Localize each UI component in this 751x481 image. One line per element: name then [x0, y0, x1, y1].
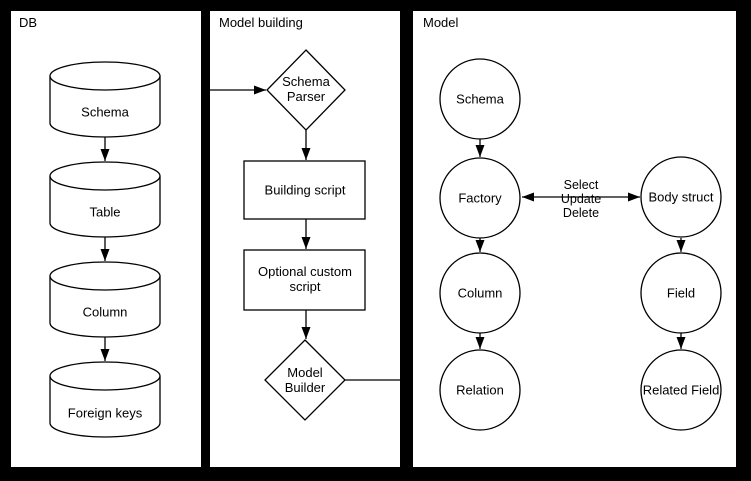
body-struct-circle	[640, 156, 722, 238]
model-builder-diamond	[264, 339, 346, 421]
relation-circle	[439, 349, 521, 431]
optional-custom-script-label: Optional custom script	[258, 264, 352, 294]
factory-label: Factory	[458, 190, 502, 206]
db-panel-title: DB	[19, 15, 38, 30]
foreign-keys-cylinder-label: Foreign keys	[67, 405, 143, 421]
model-builder-label: Model Builder	[284, 365, 326, 395]
schema-parser-label: Schema Parser	[282, 74, 330, 104]
body-struct-label: Body struct	[648, 189, 714, 205]
related-field-circle	[640, 349, 722, 431]
relation-label: Relation	[456, 382, 504, 398]
related-field-label: Related Field	[642, 382, 720, 398]
model-column-label: Column	[457, 285, 503, 301]
table-cylinder-label: Table	[89, 204, 121, 220]
schema-cylinder-label: Schema	[81, 104, 129, 120]
schema-cylinder	[49, 61, 161, 138]
field-label: Field	[666, 285, 696, 301]
model-panel-title: Model	[423, 15, 459, 30]
model-schema-label: Schema	[456, 91, 504, 107]
column-cylinder	[49, 261, 161, 338]
foreign-keys-cylinder	[49, 361, 161, 438]
optional-custom-script-rect	[243, 249, 366, 311]
model-building-panel-title: Model building	[219, 15, 303, 30]
building-script-label: Building script	[264, 182, 346, 198]
factory-body-struct-edge-label: Select Update Delete	[560, 178, 602, 220]
column-cylinder-label: Column	[82, 304, 128, 320]
table-cylinder	[49, 161, 161, 238]
building-script-rect	[243, 160, 366, 220]
